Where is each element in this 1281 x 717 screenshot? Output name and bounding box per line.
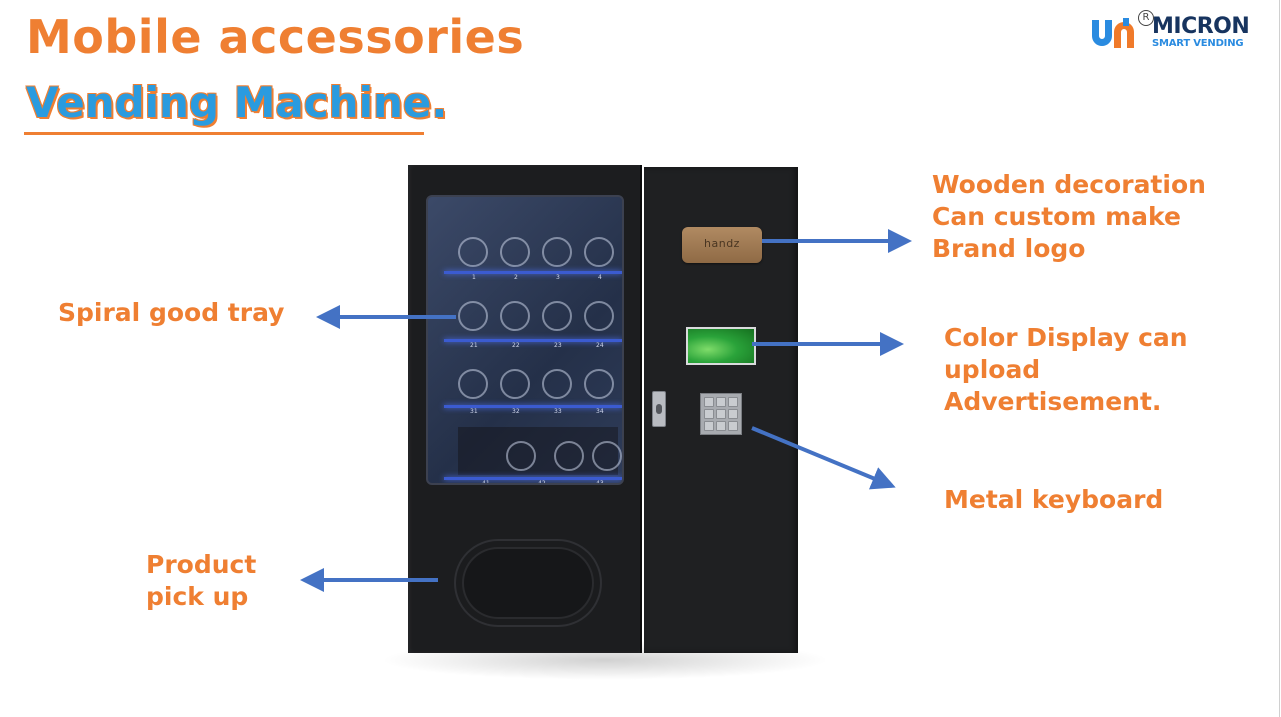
micron-logo-icon: [1092, 18, 1134, 48]
slot-number: 31: [470, 408, 478, 415]
slot-number: 4: [598, 274, 602, 281]
shelf: [444, 477, 622, 480]
slot-number: 21: [470, 342, 478, 349]
keypad-key: [716, 397, 726, 407]
spiral: [542, 301, 572, 331]
wooden-brand-logo: handz: [682, 227, 762, 263]
bottom-row-area: [458, 427, 618, 475]
callout-line: Color Display can: [944, 323, 1188, 352]
shelf: [444, 339, 622, 342]
slot-number: 1: [472, 274, 476, 281]
callout-line: pick up: [146, 582, 249, 611]
callout-line: upload: [944, 355, 1041, 384]
shelf: [444, 271, 622, 274]
title-underline: [24, 132, 424, 135]
title-line-2: Vending Machine.: [26, 78, 448, 127]
product-window: 1 2 3 4 21 22 23 24 31 32 33 34: [426, 195, 624, 485]
machine-left-door: 1 2 3 4 21 22 23 24 31 32 33 34: [408, 165, 642, 653]
spiral: [584, 301, 614, 331]
spiral: [458, 237, 488, 267]
slot-number: 23: [554, 342, 562, 349]
keypad-key: [728, 409, 738, 419]
spiral: [584, 237, 614, 267]
slot-number: 42: [538, 480, 546, 485]
logo-tagline: SMART VENDING: [1152, 38, 1244, 49]
keypad-key: [704, 397, 714, 407]
spiral: [500, 237, 530, 267]
wooden-logo-text: handz: [704, 237, 740, 250]
callout-spiral-tray: Spiral good tray: [58, 297, 284, 329]
spiral: [458, 369, 488, 399]
spiral: [500, 369, 530, 399]
slot-number: 33: [554, 408, 562, 415]
slot-number: 32: [512, 408, 520, 415]
callout-product-pickup: Product pick up: [146, 549, 256, 613]
slot-number: 2: [514, 274, 518, 281]
callout-color-display: Color Display can upload Advertisement.: [944, 322, 1188, 418]
vending-machine: 1 2 3 4 21 22 23 24 31 32 33 34: [408, 165, 798, 653]
keypad-key: [704, 409, 714, 419]
callout-line: Metal keyboard: [944, 485, 1164, 514]
keypad-key: [728, 397, 738, 407]
keypad-key: [716, 421, 726, 431]
keypad-key: [704, 421, 714, 431]
slot-number: 3: [556, 274, 560, 281]
color-display: [686, 327, 756, 365]
callout-wooden-decoration: Wooden decoration Can custom make Brand …: [932, 169, 1206, 265]
title-line-1: Mobile accessories: [26, 10, 525, 64]
registered-mark: R: [1138, 10, 1154, 26]
slot-number: 41: [482, 480, 490, 485]
spiral: [554, 441, 584, 471]
spiral: [584, 369, 614, 399]
callout-line: Can custom make: [932, 202, 1181, 231]
metal-keypad: [700, 393, 742, 435]
spiral: [458, 301, 488, 331]
spiral: [500, 301, 530, 331]
shelf: [444, 405, 622, 408]
spiral: [542, 237, 572, 267]
slide-border: [1279, 0, 1280, 717]
callout-line: Product: [146, 550, 257, 579]
spiral: [506, 441, 536, 471]
keypad-key: [716, 409, 726, 419]
spiral: [592, 441, 622, 471]
keypad-key: [728, 421, 738, 431]
slot-number: 43: [596, 480, 604, 485]
callout-line: Brand logo: [932, 234, 1086, 263]
micron-logo: R MICRON SMART VENDING: [1090, 10, 1260, 52]
callout-metal-keyboard: Metal keyboard: [944, 484, 1163, 516]
slot-number: 34: [596, 408, 604, 415]
callout-line: Spiral good tray: [58, 298, 285, 327]
callout-line: Wooden decoration: [932, 170, 1206, 199]
product-pickup-slot: [454, 539, 602, 627]
door-lock-icon: [652, 391, 666, 427]
slot-number: 24: [596, 342, 604, 349]
logo-name: MICRON: [1152, 14, 1250, 39]
callout-line: Advertisement.: [944, 387, 1162, 416]
slot-number: 22: [512, 342, 520, 349]
spiral: [542, 369, 572, 399]
